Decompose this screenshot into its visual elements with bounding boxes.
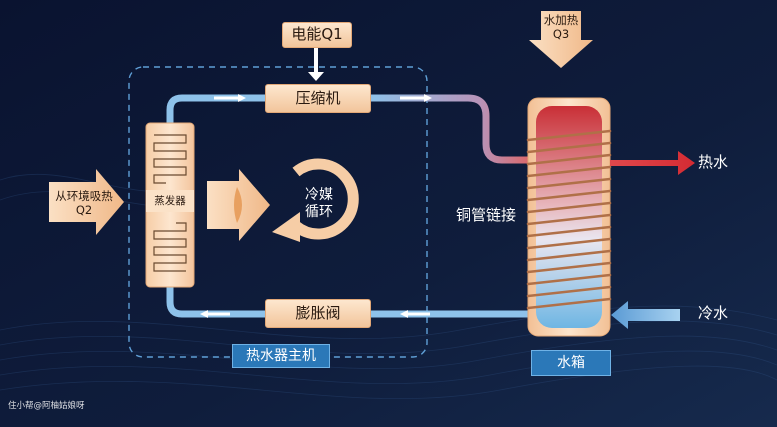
cold-water-label: 冷水 xyxy=(698,304,729,323)
ambient-heat-arrow xyxy=(49,169,124,235)
refrigerant-cycle-icon xyxy=(272,158,359,242)
water-heating-arrow xyxy=(529,11,593,68)
cold-water-arrow xyxy=(611,301,680,329)
hot-water-arrow xyxy=(610,151,695,175)
refrigerant-pipe xyxy=(166,94,532,318)
fan-icon xyxy=(234,187,242,223)
water-heating-label: 水加热 Q3 xyxy=(541,13,581,43)
compressor-box: 压缩机 xyxy=(265,84,371,113)
water-tank-tag: 水箱 xyxy=(531,350,611,376)
ambient-heat-text: 从环境吸热 xyxy=(55,188,113,203)
refrigerant-cycle-label: 冷媒 循环 xyxy=(297,184,341,224)
refrigerant-text: 冷媒 xyxy=(305,187,333,204)
evaporator-label: 蒸发器 xyxy=(146,190,194,212)
ambient-heat-q2: Q2 xyxy=(75,203,93,217)
hot-water-label: 热水 xyxy=(698,153,729,172)
main-unit-boundary xyxy=(128,66,428,358)
electric-energy-label: 电能Q1 xyxy=(282,22,352,48)
ambient-heat-label: 从环境吸热 Q2 xyxy=(48,187,120,219)
down-arrow-icon xyxy=(308,48,324,81)
expansion-valve-box: 膨胀阀 xyxy=(265,299,371,328)
tank-coil xyxy=(526,129,612,310)
cycle-text: 循环 xyxy=(305,204,333,220)
water-heating-text: 水加热 xyxy=(543,13,579,28)
background-waves xyxy=(0,173,777,400)
main-unit-tag: 热水器主机 xyxy=(232,344,330,368)
watermark: 住小帮@阿柚姑娘呀 xyxy=(8,401,85,412)
water-heating-q3: Q3 xyxy=(552,27,570,41)
copper-pipe-label: 铜管链接 xyxy=(455,206,516,225)
evaporator-coil xyxy=(153,134,187,272)
flow-arrows xyxy=(200,94,432,318)
